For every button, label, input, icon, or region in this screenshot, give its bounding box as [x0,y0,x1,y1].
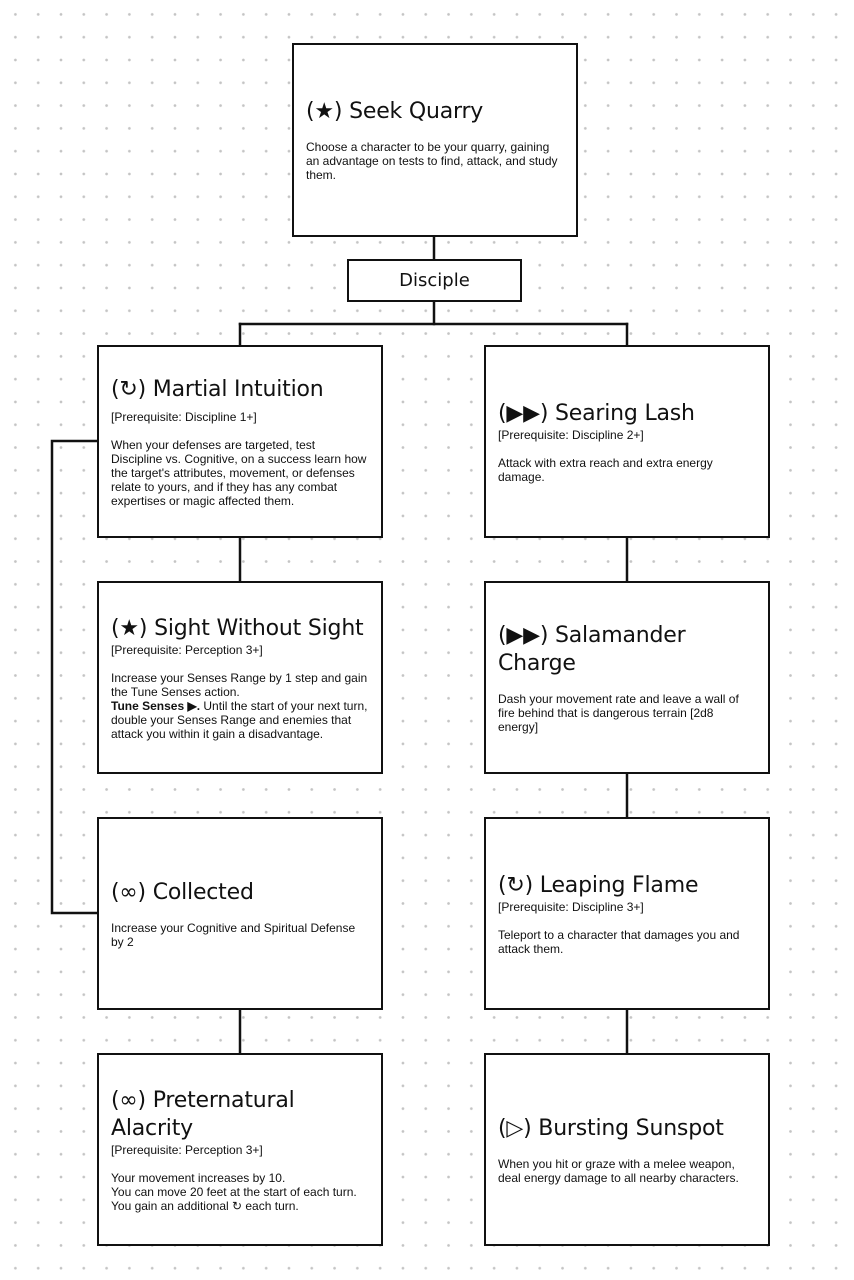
talent-card-leaping-flame[interactable]: (↻) Leaping Flame [Prerequisite: Discipl… [484,817,770,1010]
talent-title: (★) Seek Quarry [306,99,484,124]
talent-title: (↻) Martial Intuition [111,376,324,402]
talent-card-salamander-charge[interactable]: (▶▶) Salamander Charge Dash your movemen… [484,581,770,774]
talent-description: Teleport to a character that damages you… [498,927,740,956]
talent-title: (▶▶) Salamander Charge [498,622,686,676]
two-actions-icon: (▶▶) [498,622,549,648]
talent-title: (▶▶) Searing Lash [498,400,695,426]
talent-title: (▷) Bursting Sunspot [498,1115,724,1141]
talent-prerequisite: [Prerequisite: Perception 3+] [111,642,263,657]
talent-description: Increase your Cognitive and Spiritual De… [111,920,356,949]
talent-description: Attack with extra reach and extra energy… [498,455,713,484]
talent-card-seek-quarry[interactable]: (★) Seek Quarry Choose a character to be… [292,43,578,237]
talent-description: Dash your movement rate and leave a wall… [498,691,739,734]
infinity-icon: (∞) [111,879,146,905]
talent-title: (★) Sight Without Sight [111,615,364,641]
talent-card-searing-lash[interactable]: (▶▶) Searing Lash [Prerequisite: Discipl… [484,345,770,538]
branch-label-disciple[interactable]: Disciple [347,259,522,302]
talent-prerequisite: [Prerequisite: Discipline 3+] [498,899,644,914]
talent-card-preternatural-alacrity[interactable]: (∞) Preternatural Alacrity [Prerequisite… [97,1053,383,1246]
two-actions-icon: (▶▶) [498,400,549,426]
talent-prerequisite: [Prerequisite: Discipline 2+] [498,427,644,442]
talent-card-martial-intuition[interactable]: (↻) Martial Intuition [Prerequisite: Dis… [97,345,383,538]
talent-prerequisite: [Prerequisite: Discipline 1+] [111,409,257,424]
star-icon: (★) [306,99,343,124]
talent-description: Your movement increases by 10. You can m… [111,1170,357,1213]
talent-title: (∞) Preternatural Alacrity [111,1087,295,1141]
talent-card-bursting-sunspot[interactable]: (▷) Bursting Sunspot When you hit or gra… [484,1053,770,1246]
talent-description: Increase your Senses Range by 1 step and… [111,670,368,741]
connector-bypass-left [50,439,100,915]
talent-description: When you hit or graze with a melee weapo… [498,1156,739,1185]
reaction-icon: (↻) [111,376,146,402]
talent-prerequisite: [Prerequisite: Perception 3+] [111,1142,263,1157]
action-name: Tune Senses ▶. [111,698,201,713]
talent-title: (↻) Leaping Flame [498,872,699,898]
talent-title: (∞) Collected [111,879,254,905]
talent-card-collected[interactable]: (∞) Collected Increase your Cognitive an… [97,817,383,1010]
talent-card-sight-without-sight[interactable]: (★) Sight Without Sight [Prerequisite: P… [97,581,383,774]
star-icon: (★) [111,615,148,641]
infinity-icon: (∞) [111,1087,146,1113]
talent-description: When your defenses are targeted, test Di… [111,437,367,508]
free-action-icon: (▷) [498,1115,532,1141]
talent-description: Choose a character to be your quarry, ga… [306,140,558,182]
reaction-icon: (↻) [498,872,533,898]
